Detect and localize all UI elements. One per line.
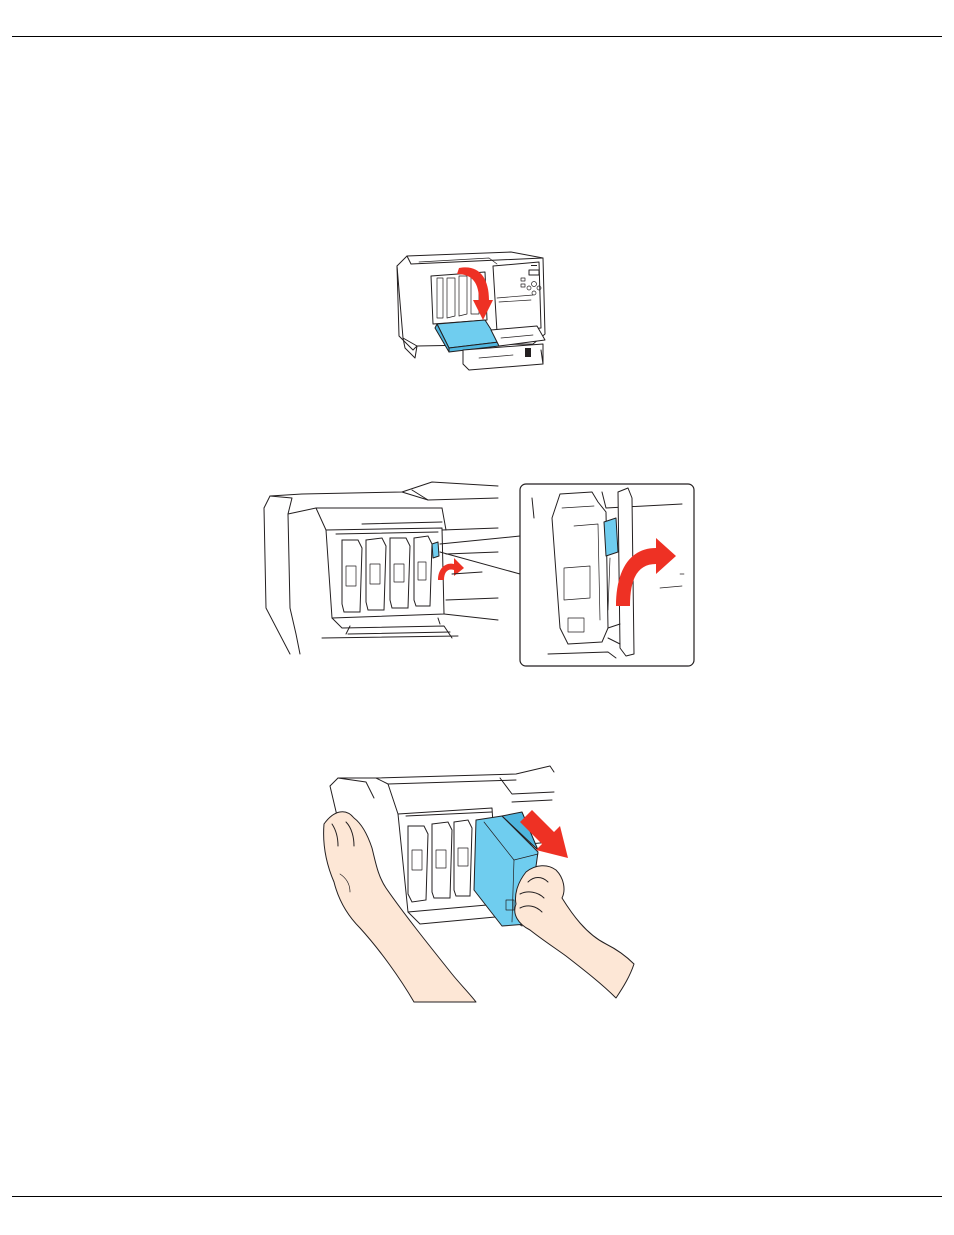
hands-icon xyxy=(316,764,638,1004)
remove-cartridge-illustration xyxy=(316,764,638,1004)
printer-icon xyxy=(393,248,557,382)
cartridge-bay-icon xyxy=(262,478,698,670)
footer-rule xyxy=(12,1196,942,1197)
cartridge-lock-illustration xyxy=(262,478,698,670)
printer-open-cover-illustration xyxy=(393,248,557,382)
header-rule xyxy=(12,36,942,37)
lock-lever-icon xyxy=(432,542,439,558)
